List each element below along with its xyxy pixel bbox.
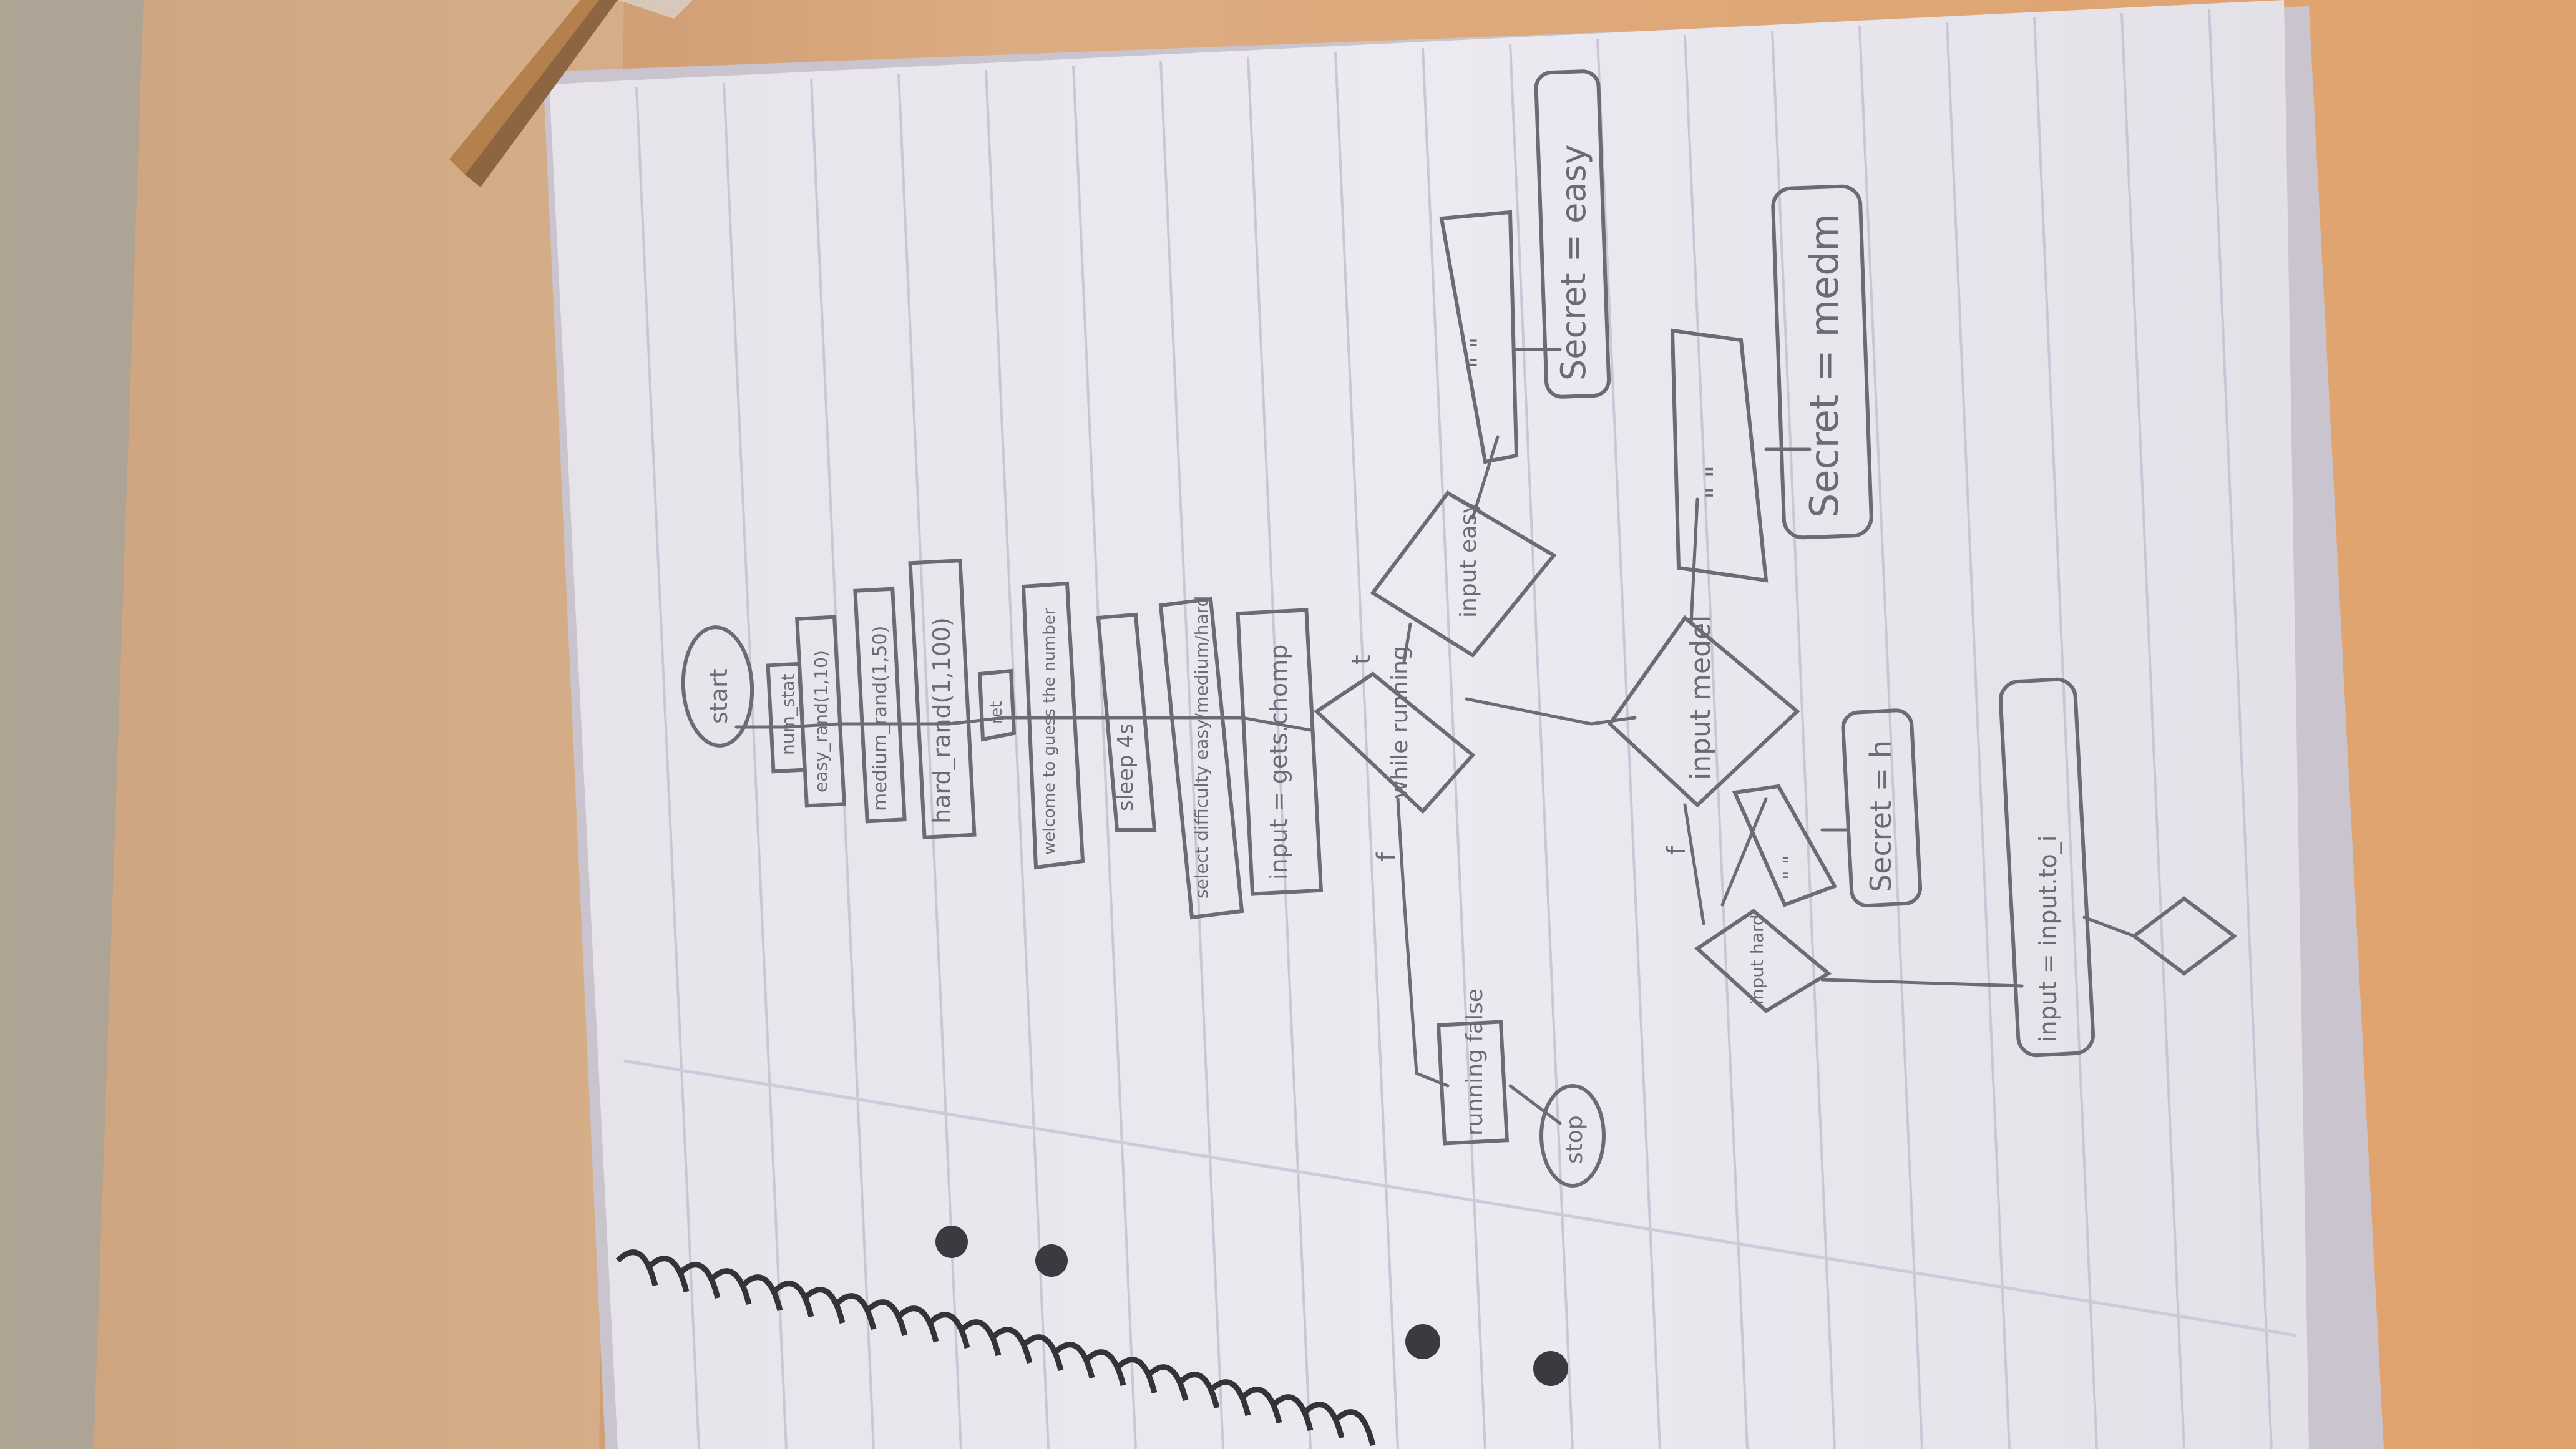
true-label-loop: t [1347, 655, 1376, 665]
setup-4-label: hard_rand(1,100) [928, 617, 955, 824]
connector-false [1396, 797, 1450, 1088]
margin-line [623, 1059, 2297, 1337]
connector-hard-out [1720, 797, 1768, 907]
pencil [449, 0, 693, 187]
connector-easy-out [1471, 435, 1500, 520]
cloth-strip [0, 0, 144, 1449]
hard-decision-label: input hard [1747, 914, 1767, 1005]
box-setup-3 [853, 587, 907, 824]
box-input [1236, 608, 1324, 896]
input-label: input = gets.chomp [1265, 645, 1292, 880]
medel-decision-label: input medel [1685, 615, 1717, 780]
diamond-while [1314, 671, 1476, 814]
end-terminator [1539, 1084, 1606, 1188]
table-shade [94, 0, 624, 1449]
connector-8 [1240, 716, 1312, 732]
para-easy-quote [1439, 210, 1519, 464]
false-label-medel: f [1662, 846, 1691, 855]
setup-1-label: num_stat [778, 674, 798, 755]
notebook-page [543, 0, 2384, 1449]
para-sleep [1096, 612, 1157, 832]
start-terminator [681, 625, 754, 748]
para-welcome [1021, 581, 1085, 870]
convert-label: input = input.to_i [2034, 836, 2062, 1042]
connector-to-stop [1508, 1084, 1562, 1125]
box-secret-medium [1771, 184, 1873, 540]
box-setup-2 [795, 615, 846, 808]
stop-label: stop [1562, 1115, 1588, 1164]
para-medium-quote [1670, 328, 1769, 583]
page-sheet [549, 0, 2309, 1449]
box-convert [1998, 677, 2095, 1058]
start-label: start [705, 668, 733, 724]
para-ret [977, 668, 1017, 742]
box-secret-hard [1841, 708, 1923, 908]
box-secret-easy [1534, 69, 1611, 399]
medium-quote-label: " " [1700, 466, 1732, 499]
diamond-easy [1370, 490, 1557, 658]
connector-true-easy [1402, 622, 1412, 663]
box-setup-4 [908, 559, 977, 839]
connector-medel-hard [1683, 803, 1705, 925]
secret-easy-label: Secret = easy [1554, 144, 1593, 381]
sleep-label: sleep 4s [1113, 723, 1138, 811]
easy-decision-label: input easy [1456, 500, 1481, 618]
setup-5-label: ret [987, 701, 1006, 724]
connector-medel-out [1689, 497, 1699, 626]
diamond-final [2131, 896, 2237, 976]
select-label: select difficulty easy/medium/hard [1191, 596, 1212, 899]
while-label: while running [1387, 646, 1413, 799]
secret-medium-label: Secret = medm [1802, 213, 1847, 518]
connector-1 [784, 722, 841, 729]
secret-hard-label: Secret = h [1864, 740, 1898, 892]
connector-hard-convert [1820, 978, 2024, 988]
hard-quote-label: " " [1778, 855, 1802, 880]
connector-easy-medel [1465, 697, 1637, 726]
connector-4 [947, 716, 1007, 726]
running-false-label: running false [1462, 988, 1488, 1136]
punch-holes [935, 1226, 1568, 1386]
diamond-hard [1694, 909, 1832, 1013]
welcome-label: welcome to guess the number [1040, 608, 1059, 855]
box-running-false [1436, 1020, 1510, 1146]
false-label-loop: f [1372, 852, 1401, 861]
easy-quote-label: " " [1466, 337, 1495, 368]
connector-convert-diamond [2082, 915, 2136, 938]
setup-2-label: easy_rand(1,10) [811, 650, 831, 793]
diamond-medel [1608, 615, 1800, 808]
ruled-lines [635, 8, 2273, 1449]
setup-3-label: medium_rand(1,50) [869, 626, 891, 811]
para-hard-quote [1732, 784, 1838, 907]
spiral-binding [615, 1249, 1376, 1447]
para-select [1158, 597, 1244, 920]
